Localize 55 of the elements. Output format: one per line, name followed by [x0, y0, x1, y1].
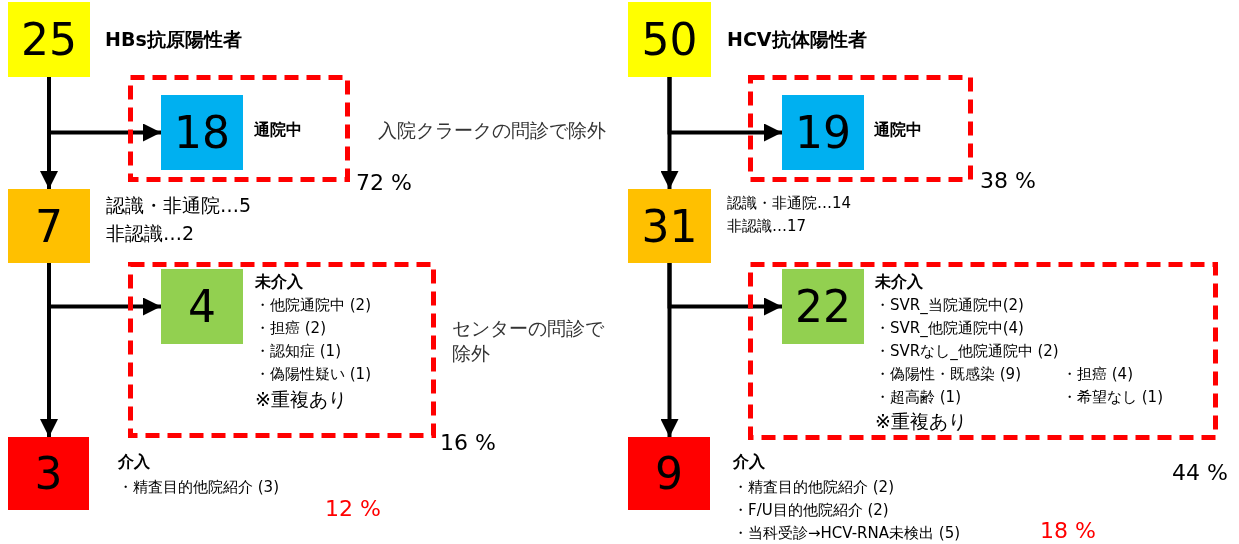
count-box: 19 — [782, 95, 864, 170]
arrow — [660, 77, 679, 189]
arrow — [660, 263, 679, 437]
list-item: ・SVR_他院通院中(4) — [875, 319, 1024, 337]
list-item: ・精査目的他院紹介 (2) — [733, 478, 894, 496]
list-item: ・超高齢 (1) — [875, 388, 961, 406]
percentage: 16 % — [440, 430, 496, 457]
count-box: 3 — [8, 437, 89, 510]
count-box: 4 — [161, 269, 243, 344]
heading: 介入 — [733, 452, 765, 472]
percentage: 72 % — [356, 170, 412, 197]
count-box: 9 — [628, 437, 710, 510]
list-item: ・SVRなし_他院通院中 (2) — [875, 342, 1059, 360]
list-item: ・SVR_当院通院中(2) — [875, 296, 1024, 314]
note-line: 認識・非通院…14 — [727, 194, 852, 212]
list-item: ・希望なし (1) — [1062, 388, 1163, 406]
list-item: ・担癌 (4) — [1062, 365, 1133, 383]
note-line: 認識・非通院…5 — [106, 194, 252, 217]
percentage: 18 % — [1040, 518, 1096, 544]
dashed-frame — [128, 262, 436, 438]
heading: 未介入 — [875, 272, 923, 292]
list-item: ・担癌 (2) — [255, 319, 326, 337]
heading: HCV抗体陽性者 — [727, 28, 867, 51]
count-box: 50 — [628, 2, 711, 77]
dashed-frame — [748, 75, 973, 182]
arrow — [40, 77, 58, 189]
count-box: 25 — [8, 2, 90, 77]
list-item: ・F/U目的他院紹介 (2) — [733, 501, 889, 519]
list-item: ・他院通院中 (2) — [255, 296, 371, 314]
count-box: 18 — [161, 95, 243, 170]
note-line: 非認識…17 — [727, 217, 807, 235]
list-item: ・偽陽性疑い (1) — [255, 365, 371, 383]
percentage: 44 % — [1172, 460, 1228, 487]
status-label: 通院中 — [254, 120, 302, 140]
heading: 未介入 — [255, 272, 303, 292]
annotation-text: 入院クラークの問診で除外 — [378, 118, 607, 143]
note-line: ※重複あり — [875, 410, 967, 433]
list-item: ・偽陽性・既感染 (9) — [875, 365, 1021, 383]
status-label: 通院中 — [874, 120, 922, 140]
list-item: ・精査目的他院紹介 (3) — [118, 478, 279, 496]
note-line: ※重複あり — [255, 388, 347, 411]
list-item: ・当科受診→HCV-RNA未検出 (5) — [733, 524, 961, 542]
annotation-text: センターの問診で除外 — [452, 316, 605, 366]
arrow — [40, 263, 58, 437]
dashed-frame — [748, 262, 1218, 440]
percentage: 12 % — [325, 496, 381, 523]
percentage: 38 % — [980, 168, 1036, 195]
heading: HBs抗原陽性者 — [105, 28, 242, 51]
count-box: 22 — [782, 269, 864, 344]
note-line: 非認識…2 — [106, 222, 195, 245]
dashed-frame — [128, 75, 350, 182]
count-box: 31 — [628, 189, 711, 263]
list-item: ・認知症 (1) — [255, 342, 341, 360]
count-box: 7 — [8, 189, 90, 263]
heading: 介入 — [118, 452, 150, 472]
